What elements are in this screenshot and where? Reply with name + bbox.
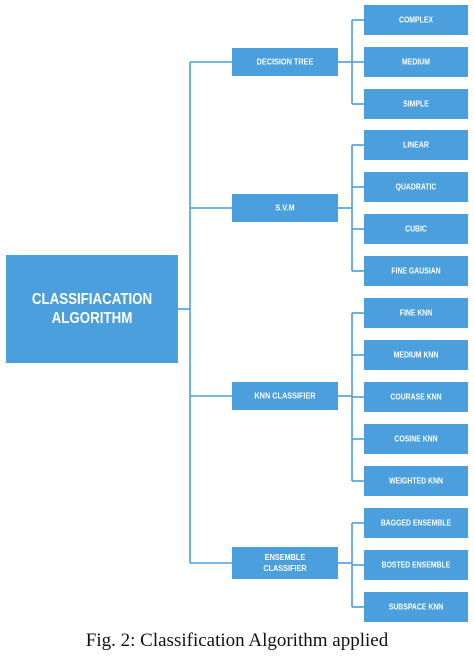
figure-caption: Fig. 2: Classification Algorithm applied: [85, 630, 389, 651]
root-node-label: CLASSIFIACATION: [32, 291, 152, 308]
leaf-node: [364, 466, 468, 496]
leaf-node-label: SIMPLE: [403, 99, 429, 109]
leaf-node: [364, 256, 468, 286]
leaf-node-label: COSINE KNN: [394, 434, 437, 444]
leaf-node: [364, 340, 468, 370]
leaf-node-label: COMPLEX: [399, 15, 433, 25]
leaf-node: [364, 508, 468, 538]
leaf-node-label: CUBIC: [405, 224, 427, 234]
branch-node-svm: [232, 194, 338, 222]
branch-node-decision-tree: [232, 48, 338, 76]
branch-label-knn-classifier: KNN CLASSIFIER: [254, 391, 315, 401]
branch-node-ensemble-classifier: [232, 547, 338, 579]
leaf-node-label: LINEAR: [403, 140, 429, 150]
branch-label-ensemble-classifier: CLASSIFIER: [263, 564, 307, 574]
leaf-node-label: BAGGED ENSEMBLE: [381, 518, 451, 528]
leaf-node-label: SUBSPACE KNN: [389, 602, 444, 612]
leaf-node-label: WEIGHTED KNN: [389, 476, 443, 486]
leaf-node-label: FINE KNN: [400, 308, 432, 318]
leaf-node: [364, 298, 468, 328]
leaf-node: [364, 550, 468, 580]
root-node-label: ALGORITHM: [52, 310, 133, 327]
leaf-node-label: BOSTED ENSEMBLE: [382, 560, 451, 570]
root-node: [6, 255, 178, 363]
leaf-node: [364, 89, 468, 119]
leaf-node: [364, 5, 468, 35]
branch-node-knn-classifier: [232, 382, 338, 410]
leaf-node-label: QUADRATIC: [396, 182, 437, 192]
branch-label-decision-tree: DECISION TREE: [257, 57, 314, 67]
branch-label-svm: S.V.M: [275, 203, 295, 213]
leaf-node-label: COURASE KNN: [390, 392, 441, 402]
leaf-node-label: FINE GAUSIAN: [391, 266, 440, 276]
leaf-node: [364, 592, 468, 622]
leaf-node: [364, 382, 468, 412]
diagram-nodes: CLASSIFIACATION ALGORITHM DECISION TREE COM…: [6, 5, 468, 622]
leaf-node-label: MEDIUM KNN: [394, 350, 439, 360]
leaf-node: [364, 424, 468, 454]
branch-label-ensemble-classifier: ENSEMBLE: [265, 553, 306, 563]
connector-lines: [178, 19, 364, 608]
leaf-node: [364, 47, 468, 77]
leaf-node: [364, 130, 468, 160]
leaf-node: [364, 214, 468, 244]
leaf-node-label: MEDIUM: [402, 57, 430, 67]
leaf-node: [364, 172, 468, 202]
